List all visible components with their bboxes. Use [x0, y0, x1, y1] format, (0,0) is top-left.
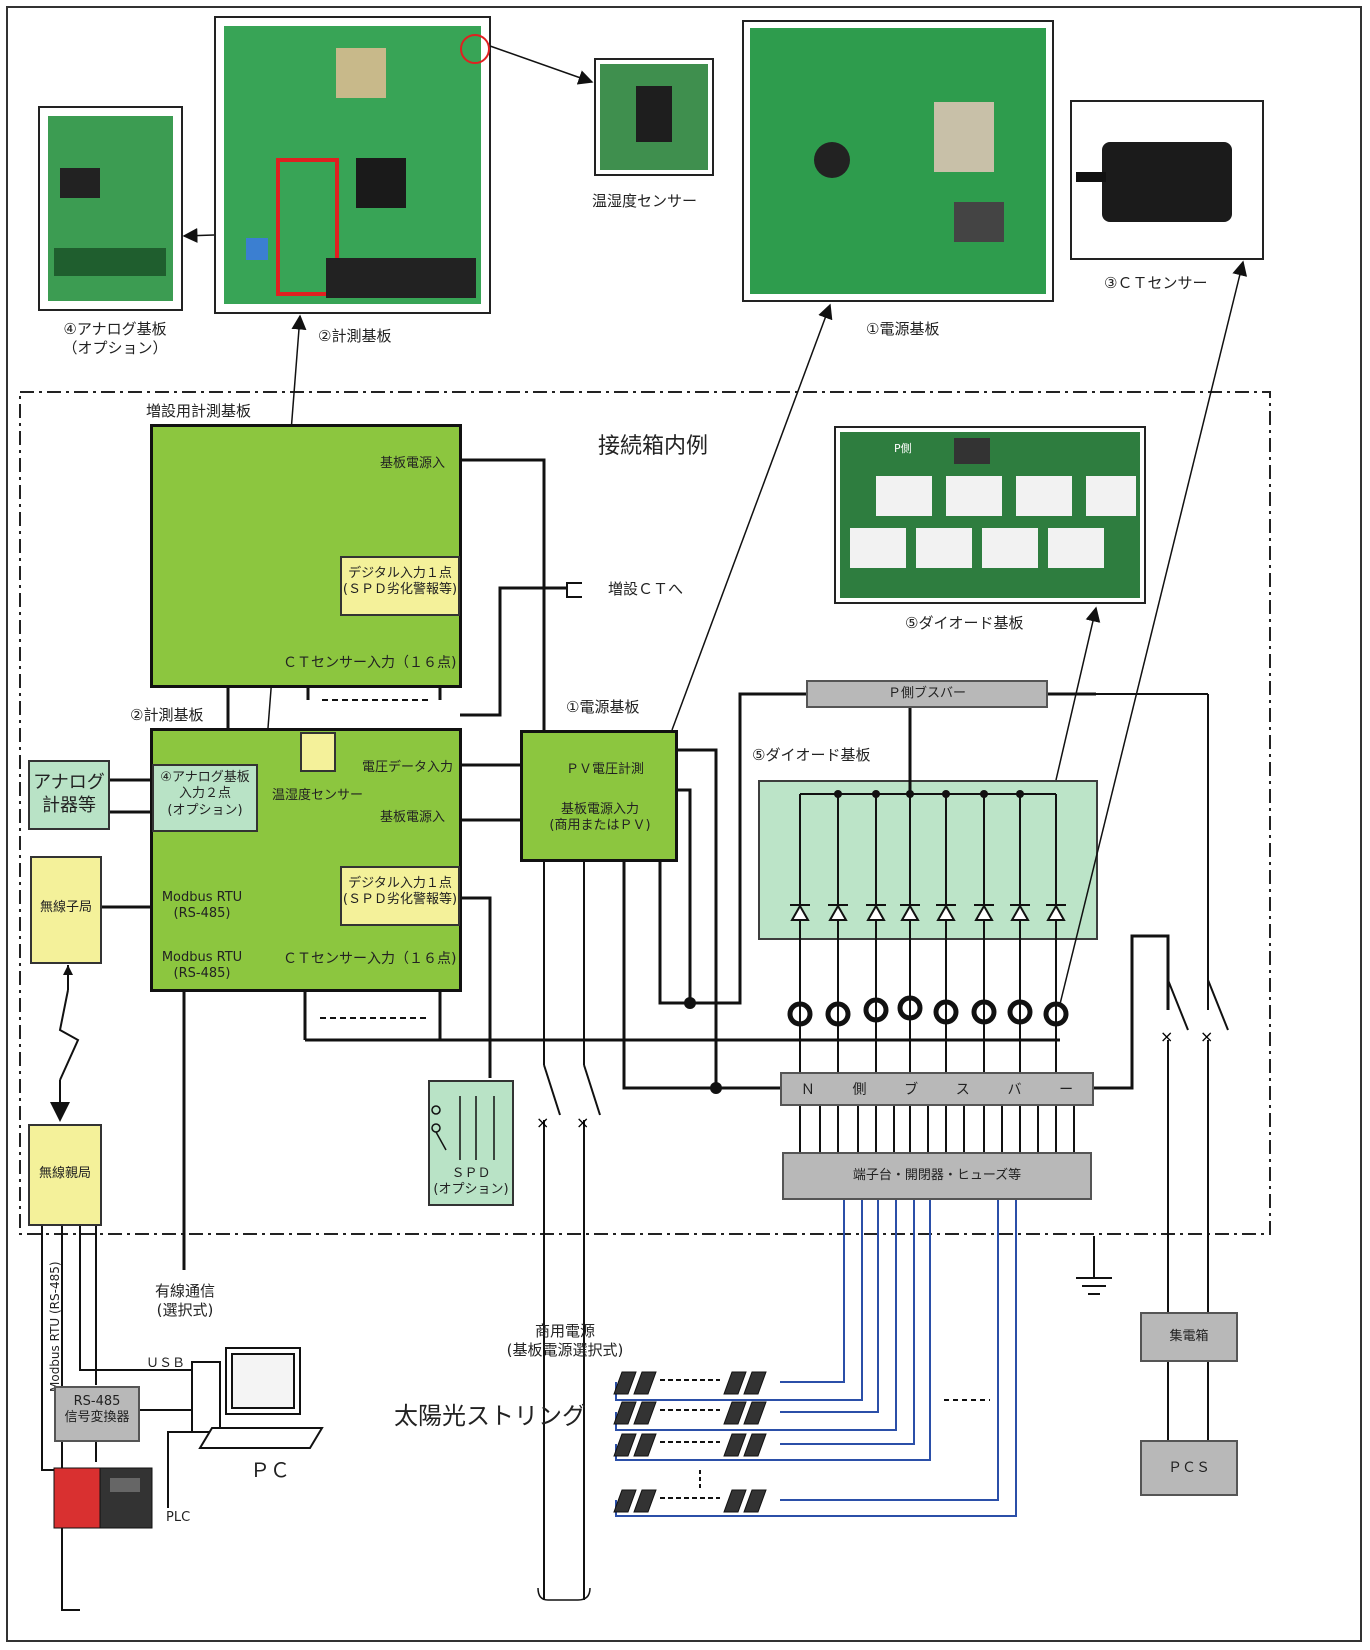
- analog-board-caption: ④アナログ基板（オプション）: [62, 320, 168, 357]
- pv-voltage: ＰＶ電圧計測: [566, 762, 645, 777]
- psu-title: ①電源基板: [566, 698, 640, 716]
- temp-sensor-box: [300, 732, 336, 772]
- n-busbar-char: ス: [955, 1082, 970, 1098]
- voltage-data-in: 電圧データ入力: [362, 760, 454, 775]
- analog-board-photo: [38, 106, 183, 311]
- enclosure-border: [19, 391, 1271, 1235]
- power-board-caption: ①電源基板: [866, 320, 940, 338]
- analog-meter-box: アナログ 計器等: [28, 760, 110, 830]
- spd-symbol: [431, 1096, 495, 1160]
- spd-label: ＳＰＤ (オプション): [433, 1166, 509, 1198]
- power-board-photo: [742, 20, 1054, 302]
- n-busbar-char: Ｎ: [800, 1082, 815, 1098]
- svg-text:×: ×: [536, 1113, 549, 1132]
- collector-box: 集電箱: [1140, 1312, 1238, 1362]
- ext-ct-arrow-label: 増設ＣＴへ: [608, 580, 684, 598]
- diode-board-photo: P側: [834, 426, 1146, 604]
- wireless-parent-box: 無線親局: [28, 1124, 102, 1226]
- temp-sensor-photo: [594, 58, 714, 176]
- ext-ct-arrow-icon: [566, 579, 590, 599]
- diode-board-caption: ⑤ダイオード基板: [905, 614, 1024, 632]
- diode-symbols: [790, 903, 1066, 921]
- analog-input-box: ④アナログ基板 入力２点 (オプション): [152, 764, 258, 832]
- main-power-in: 基板電源入: [380, 810, 446, 825]
- plc-label: PLC: [166, 1510, 191, 1525]
- ext-digital-input: デジタル入力１点 (ＳＰＤ劣化警報等): [340, 556, 460, 616]
- n-busbar: Ｎ 側 ブ ス バ ー: [780, 1072, 1094, 1106]
- rs485-converter: RS-485 信号変換器: [54, 1386, 140, 1442]
- temp-sensor-caption: 温湿度センサー: [592, 192, 698, 210]
- pc-label: ＰＣ: [250, 1458, 290, 1482]
- pcs-box: ＰＣＳ: [1140, 1440, 1238, 1496]
- main-digital-input: デジタル入力１点 (ＳＰＤ劣化警報等): [340, 866, 460, 926]
- ext-power-in: 基板電源入: [380, 456, 446, 471]
- commercial-power-label: 商用電源 (基板電源選択式): [506, 1322, 624, 1359]
- diode-strings: [799, 794, 1057, 1080]
- wireless-child-box: 無線子局: [30, 856, 102, 964]
- p-busbar: Ｐ側ブスバー: [806, 680, 1048, 708]
- diode-title: ⑤ダイオード基板: [752, 746, 871, 764]
- svg-text:×: ×: [1160, 1027, 1173, 1046]
- main-ct-input: ＣＴセンサー入力（１６点): [283, 951, 457, 967]
- ext-board-title: 増設用計測基板: [146, 402, 252, 420]
- main-board-title: ②計測基板: [130, 706, 204, 724]
- pc-icon: [191, 1347, 324, 1449]
- modbus-label-2: Modbus RTU (RS-485): [161, 950, 243, 982]
- psu-power-in: 基板電源入力 (商用またはＰＶ): [549, 802, 651, 834]
- measurement-board-caption: ②計測基板: [318, 327, 392, 345]
- modbus-vertical-label: Modbus RTU (RS-485): [48, 1261, 62, 1392]
- ct-rings: [787, 995, 1069, 1027]
- ext-ct-input: ＣＴセンサー入力（１６点): [283, 655, 457, 671]
- psu-board: [520, 730, 678, 862]
- n-busbar-char: ブ: [904, 1082, 919, 1098]
- string-wires: [615, 1198, 1017, 1517]
- wired-comm-label: 有線通信 (選択式): [154, 1282, 215, 1319]
- modbus-label-1: Modbus RTU (RS-485): [161, 890, 243, 922]
- svg-text:×: ×: [576, 1113, 589, 1132]
- terminal-block: 端子台・開閉器・ヒューズ等: [782, 1152, 1092, 1200]
- plc-icon: [53, 1467, 153, 1529]
- measurement-board-photo: [214, 16, 491, 314]
- ct-sensor-caption: ③ＣＴセンサー: [1104, 274, 1208, 292]
- diagram-frame: [6, 6, 1362, 1642]
- solar-panels: [613, 1371, 767, 1513]
- usb-label: ＵＳＢ: [146, 1356, 186, 1371]
- n-busbar-char: バ: [1007, 1082, 1022, 1098]
- svg-text:×: ×: [1200, 1027, 1213, 1046]
- diode-photo-label: P側: [894, 442, 912, 455]
- ext-ct-arrow-outline: [566, 582, 582, 598]
- n-busbar-char: ー: [1059, 1082, 1074, 1098]
- enclosure-title: 接続箱内例: [598, 434, 709, 459]
- ct-sensor-photo: [1070, 100, 1264, 260]
- solar-string-label: 太陽光ストリング: [394, 1402, 586, 1430]
- n-busbar-char: 側: [852, 1082, 867, 1098]
- temp-sensor-label: 温湿度センサー: [272, 788, 364, 803]
